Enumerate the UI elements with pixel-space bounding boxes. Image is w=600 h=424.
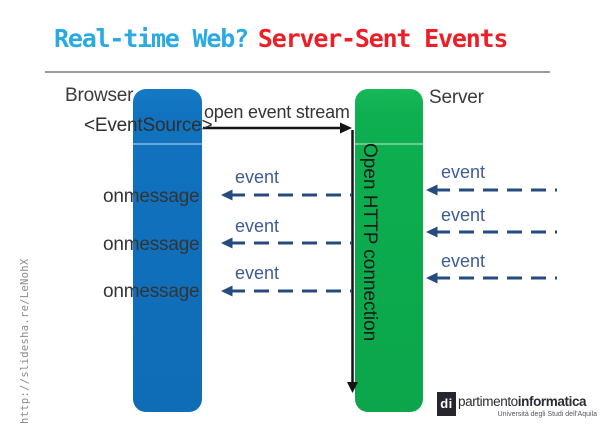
- event-label-right-2: event: [441, 205, 486, 225]
- event-label-right-3: event: [441, 251, 486, 271]
- open-http-connection-label: Open HTTP connection: [359, 143, 380, 342]
- eventsource-api-label: <EventSource>: [84, 115, 213, 136]
- event-label-left-1: event: [235, 167, 280, 187]
- browser-lifeline-bar: [133, 89, 202, 412]
- event-arrow-right-3: [426, 272, 557, 284]
- slideshare-url-text: http://slidesha.re/LeNohX: [19, 258, 31, 424]
- event-arrow-left-1: [221, 189, 352, 201]
- logo-subtitle: Università degli Studi dell'Aquila: [497, 411, 597, 418]
- slide-title-question: Real-time Web?: [54, 24, 249, 53]
- server-label: Server: [429, 87, 484, 108]
- onmessage-label-3: onmessage: [103, 281, 200, 302]
- event-arrow-left-2: [221, 237, 352, 249]
- event-label-right-1: event: [441, 162, 486, 182]
- slideshare-url: http://slidesha.re/LeNohX: [19, 258, 35, 424]
- event-arrow-right-1: [426, 184, 557, 196]
- open-event-stream-label: open event stream: [204, 102, 350, 122]
- event-arrow-left-3: [221, 285, 352, 297]
- server-bar-segment-divider: [355, 143, 423, 145]
- event-label-left-2: event: [235, 216, 280, 236]
- browser-bar-segment-divider: [133, 143, 202, 145]
- onmessage-label-2: onmessage: [103, 234, 200, 255]
- event-label-left-3: event: [235, 263, 280, 283]
- browser-label: Browser: [65, 85, 134, 106]
- logo-di-mark: di: [437, 392, 456, 416]
- event-arrow-right-2: [426, 226, 557, 238]
- slide-title-topic: Server-Sent Events: [257, 24, 509, 53]
- onmessage-label-1: onmessage: [103, 186, 200, 207]
- logo-name-bold: informatica: [517, 394, 587, 409]
- logo-name-regular: partimento: [458, 394, 518, 409]
- open-event-stream-arrow: [203, 122, 352, 134]
- slide-title: Real-time Web? Server-Sent Events: [54, 24, 509, 53]
- server-lifeline-bar: [355, 89, 423, 412]
- title-divider-line: [45, 71, 550, 74]
- logo-name: partimentoinformatica: [458, 394, 587, 409]
